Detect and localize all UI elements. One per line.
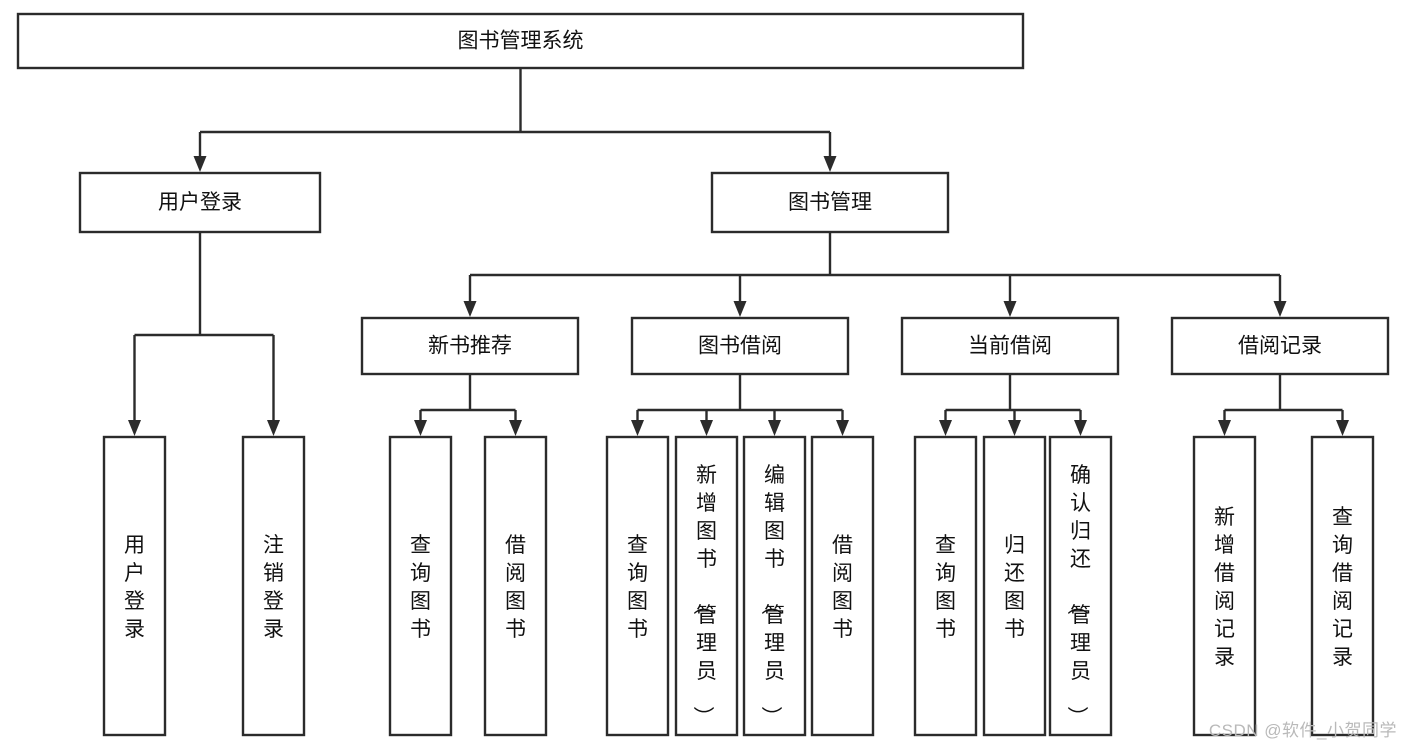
node-borrow-record[interactable]: 借阅记录 bbox=[1170, 316, 1390, 376]
node-box bbox=[900, 316, 1120, 376]
node-book-borrow[interactable]: 图书借阅 bbox=[630, 316, 850, 376]
csdn-watermark: CSDN @软件_小贺同学 bbox=[1208, 721, 1397, 740]
node-leaf-query-book-borrow[interactable]: 查询图书 bbox=[605, 435, 670, 737]
node-label: 借阅记录 bbox=[1238, 335, 1322, 358]
node-leaf-user-login[interactable]: 用户登录 bbox=[102, 435, 167, 737]
connector-group-book-borrow bbox=[631, 374, 849, 436]
node-label: 图书管理 bbox=[788, 191, 872, 214]
connector-arrowhead bbox=[509, 420, 522, 436]
connector-group-current-borrow bbox=[939, 374, 1087, 436]
node-leaf-add-record[interactable]: 新增借阅记录 bbox=[1192, 435, 1257, 737]
node-current-borrow[interactable]: 当前借阅 bbox=[900, 316, 1120, 376]
node-leaf-confirm-return[interactable]: 确认归还（管理员） bbox=[1048, 435, 1113, 737]
node-box bbox=[1170, 316, 1390, 376]
connector-group-user-login bbox=[128, 232, 280, 436]
node-label: 确认归还（管理员） bbox=[1065, 464, 1091, 727]
node-leaf-return-book[interactable]: 归还图书 bbox=[982, 435, 1047, 737]
node-box bbox=[913, 435, 978, 737]
connector-arrowhead bbox=[733, 301, 747, 317]
connector-arrowhead bbox=[768, 420, 781, 436]
node-box bbox=[1192, 435, 1257, 737]
connector-arrowhead bbox=[700, 420, 713, 436]
node-box bbox=[78, 171, 322, 234]
node-box bbox=[674, 435, 739, 737]
connector-layer bbox=[128, 68, 1349, 436]
connector-arrowhead bbox=[1074, 420, 1087, 436]
connector-arrowhead bbox=[193, 156, 207, 172]
connector-group-root bbox=[193, 68, 837, 172]
node-box bbox=[1048, 435, 1113, 737]
connector-arrowhead bbox=[631, 420, 644, 436]
connector-arrowhead bbox=[463, 301, 477, 317]
node-label: 注销登录 bbox=[263, 534, 284, 641]
node-label: 借阅图书 bbox=[832, 534, 853, 641]
connector-arrowhead bbox=[939, 420, 952, 436]
node-box bbox=[483, 435, 548, 737]
connector-group-borrow-record bbox=[1218, 374, 1349, 436]
node-box bbox=[982, 435, 1047, 737]
node-label: 新书推荐 bbox=[428, 335, 512, 358]
connector-arrowhead bbox=[414, 420, 427, 436]
node-leaf-edit-book[interactable]: 编辑图书（管理员） bbox=[742, 435, 807, 737]
connector-arrowhead bbox=[1003, 301, 1017, 317]
node-box bbox=[241, 435, 306, 737]
node-label: 查询借阅记录 bbox=[1332, 506, 1353, 669]
connector-arrowhead bbox=[267, 420, 280, 436]
node-leaf-query-book-rec[interactable]: 查询图书 bbox=[388, 435, 453, 737]
node-label: 新增图书（管理员） bbox=[691, 464, 717, 727]
node-box bbox=[102, 435, 167, 737]
node-new-book-rec[interactable]: 新书推荐 bbox=[360, 316, 580, 376]
node-label: 用户登录 bbox=[158, 191, 242, 214]
node-leaf-add-book[interactable]: 新增图书（管理员） bbox=[674, 435, 739, 737]
node-leaf-user-logout[interactable]: 注销登录 bbox=[241, 435, 306, 737]
connector-arrowhead bbox=[823, 156, 837, 172]
node-box bbox=[742, 435, 807, 737]
connector-arrowhead bbox=[1218, 420, 1231, 436]
node-root[interactable]: 图书管理系统 bbox=[16, 12, 1025, 70]
node-label: 编辑图书（管理员） bbox=[759, 464, 785, 727]
node-book-manage[interactable]: 图书管理 bbox=[710, 171, 950, 234]
node-box bbox=[16, 12, 1025, 70]
node-label: 用户登录 bbox=[124, 534, 145, 641]
connector-arrowhead bbox=[1273, 301, 1287, 317]
node-leaf-query-book-cur[interactable]: 查询图书 bbox=[913, 435, 978, 737]
node-leaf-query-record[interactable]: 查询借阅记录 bbox=[1310, 435, 1375, 737]
node-layer: 图书管理系统用户登录图书管理新书推荐图书借阅当前借阅借阅记录用户登录注销登录查询… bbox=[16, 12, 1390, 737]
node-label: 查询图书 bbox=[410, 534, 431, 641]
node-box bbox=[630, 316, 850, 376]
node-box bbox=[360, 316, 580, 376]
node-label: 图书借阅 bbox=[698, 335, 782, 358]
node-label: 借阅图书 bbox=[505, 534, 526, 641]
node-label: 当前借阅 bbox=[968, 335, 1052, 358]
connector-arrowhead bbox=[128, 420, 141, 436]
node-label: 查询图书 bbox=[935, 534, 956, 641]
node-box bbox=[388, 435, 453, 737]
connector-arrowhead bbox=[1336, 420, 1349, 436]
node-box bbox=[710, 171, 950, 234]
connector-arrowhead bbox=[836, 420, 849, 436]
node-label: 图书管理系统 bbox=[458, 30, 584, 53]
node-leaf-borrow-book[interactable]: 借阅图书 bbox=[810, 435, 875, 737]
node-box bbox=[810, 435, 875, 737]
node-user-login[interactable]: 用户登录 bbox=[78, 171, 322, 234]
connector-arrowhead bbox=[1008, 420, 1021, 436]
node-label: 归还图书 bbox=[1004, 534, 1025, 641]
connector-group-book-manage bbox=[463, 232, 1287, 317]
node-label: 查询图书 bbox=[627, 534, 648, 641]
node-leaf-borrow-book-rec[interactable]: 借阅图书 bbox=[483, 435, 548, 737]
connector-group-new-book-rec bbox=[414, 374, 522, 436]
node-label: 新增借阅记录 bbox=[1214, 506, 1235, 669]
node-box bbox=[1310, 435, 1375, 737]
node-box bbox=[605, 435, 670, 737]
